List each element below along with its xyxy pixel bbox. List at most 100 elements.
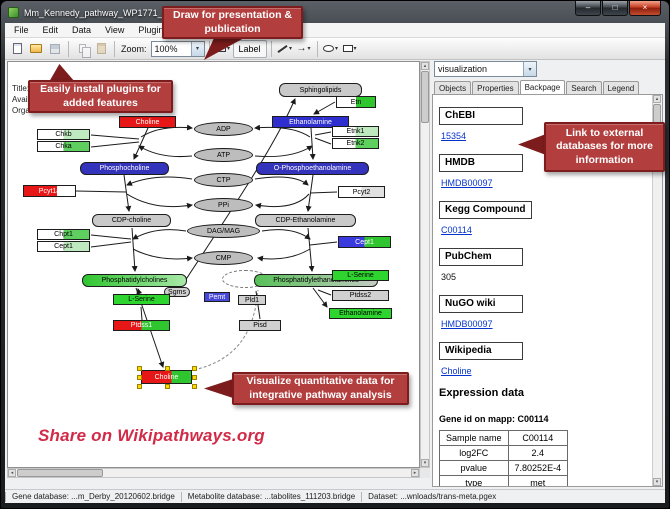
label-tool[interactable]: Label: [232, 39, 267, 58]
selection-handle[interactable]: [192, 366, 197, 371]
node-pemt[interactable]: Pemt: [204, 292, 230, 302]
dropdown-arrow-icon[interactable]: ▾: [335, 46, 339, 52]
selection-handle[interactable]: [164, 366, 170, 371]
node-dag-mag[interactable]: DAG/MAG: [187, 224, 260, 238]
node-cdp-ethanolamine[interactable]: CDP-Ethanolamine: [255, 214, 356, 227]
scrollbar-thumb[interactable]: [421, 71, 429, 123]
scroll-left-icon[interactable]: ◂: [8, 469, 16, 477]
node-label: Phosphocholine: [99, 165, 150, 172]
node-ppi[interactable]: PPi: [194, 198, 253, 212]
node-label: Pcyt1a: [38, 187, 61, 195]
canvas-horizontal-scrollbar[interactable]: ◂ ▸: [7, 468, 420, 478]
maximize-button[interactable]: □: [602, 1, 628, 16]
node-label: O-Phosphoethanolamine: [273, 165, 352, 172]
visualization-combobox[interactable]: visualization ▾: [434, 61, 537, 77]
node-cmp[interactable]: CMP: [194, 251, 253, 265]
menu-view[interactable]: View: [105, 25, 125, 35]
selection-handle[interactable]: [137, 375, 142, 380]
scroll-down-icon[interactable]: ▾: [653, 478, 661, 486]
node-phosphatidylcholines[interactable]: Phosphatidylcholines: [82, 274, 187, 287]
dropdown-arrow-icon[interactable]: ▾: [227, 46, 231, 52]
combo-arrow-icon[interactable]: ▾: [523, 62, 536, 76]
selection-handle[interactable]: [192, 384, 197, 389]
node-etnk2[interactable]: Etnk2: [332, 138, 379, 149]
arrow-tool-icon[interactable]: →▾: [295, 40, 313, 58]
node-ptdss1[interactable]: Ptdss1: [113, 320, 170, 331]
dropdown-arrow-icon[interactable]: ▾: [289, 46, 293, 52]
node-choline[interactable]: Choline: [137, 366, 197, 389]
node-chpt1[interactable]: Chpt1: [37, 229, 90, 240]
external-link[interactable]: HMDB00097: [441, 319, 493, 329]
selection-handle[interactable]: [164, 384, 170, 389]
node-cdp-choline[interactable]: CDP-choline: [92, 214, 171, 227]
tab-properties[interactable]: Properties: [472, 81, 519, 94]
tab-search[interactable]: Search: [566, 81, 602, 94]
node-ethanolamine[interactable]: Ethanolamine: [272, 116, 349, 128]
node-ptdss2[interactable]: Ptdss2: [332, 290, 389, 301]
tab-objects[interactable]: Objects: [434, 81, 472, 94]
canvas-vertical-scrollbar[interactable]: ▴ ▾: [420, 61, 430, 468]
node-o-phosphoethanolamine[interactable]: O-Phosphoethanolamine: [256, 162, 369, 175]
node-ethanolamine[interactable]: Ethanolamine: [329, 308, 392, 319]
external-link[interactable]: HMDB00097: [441, 178, 493, 188]
selection-handle[interactable]: [192, 375, 197, 380]
node-sgms[interactable]: Sgms: [164, 287, 190, 297]
zoom-combobox[interactable]: 100%▾: [150, 40, 205, 57]
node-pld1[interactable]: Pld1: [238, 295, 266, 305]
node-phosphocholine[interactable]: Phosphocholine: [80, 162, 169, 175]
node-pcyt2[interactable]: Pcyt2: [338, 186, 385, 198]
ellipse-tool-icon[interactable]: ▾: [322, 40, 340, 58]
node-cept1[interactable]: Cept1: [338, 236, 391, 248]
scroll-down-icon[interactable]: ▾: [421, 459, 429, 467]
node-pcyt1a[interactable]: Pcyt1a: [23, 185, 76, 197]
external-link[interactable]: 15354: [441, 131, 467, 141]
node-choline[interactable]: Choline: [119, 116, 176, 128]
external-link[interactable]: C00114: [441, 225, 472, 235]
dropdown-arrow-icon[interactable]: ▾: [307, 46, 311, 52]
line-tool-icon[interactable]: ▾: [276, 40, 294, 58]
open-file-icon[interactable]: [27, 40, 45, 58]
menu-file[interactable]: File: [14, 25, 29, 35]
combo-arrow-icon[interactable]: ▾: [190, 41, 204, 56]
scroll-right-icon[interactable]: ▸: [411, 469, 419, 477]
selection-handle[interactable]: [137, 384, 142, 389]
node-label: CDP-Ethanolamine: [275, 217, 336, 224]
node-chka[interactable]: Chka: [37, 141, 90, 152]
external-link[interactable]: Choline: [441, 366, 472, 376]
menu-edit[interactable]: Edit: [42, 25, 59, 35]
dropdown-arrow-icon[interactable]: ▾: [353, 46, 357, 52]
node-pisd[interactable]: Pisd: [239, 320, 281, 331]
tab-legend[interactable]: Legend: [602, 81, 640, 94]
close-button[interactable]: ×: [629, 1, 661, 16]
node-sphingolipids[interactable]: Sphingolipids: [279, 83, 362, 97]
node-atp[interactable]: ATP: [194, 148, 253, 162]
node-l-serine[interactable]: L-Serine: [332, 270, 389, 281]
node-l-serine[interactable]: L-Serine: [113, 294, 170, 305]
scrollbar-thumb[interactable]: [17, 469, 103, 477]
line-tool-icon: [277, 44, 288, 53]
scroll-up-icon[interactable]: ▴: [653, 95, 661, 103]
node-etn[interactable]: Etn: [336, 96, 376, 108]
node-adp[interactable]: ADP: [194, 122, 253, 136]
minimize-button[interactable]: –: [575, 1, 601, 16]
title-bar[interactable]: Mm_Kennedy_pathway_WP1771_45176.gpml: [8, 4, 559, 21]
rectangle-tool-icon[interactable]: ▾: [341, 40, 359, 58]
tab-backpage[interactable]: Backpage: [519, 80, 566, 94]
menu-data[interactable]: Data: [72, 25, 92, 35]
menu-plugins[interactable]: Plugins: [138, 25, 168, 35]
node-ctp[interactable]: CTP: [194, 173, 253, 187]
zoom-label: Zoom:: [121, 43, 147, 54]
new-file-icon[interactable]: [8, 40, 26, 58]
selection-handle[interactable]: [137, 366, 142, 371]
toolbar-separator: [68, 40, 69, 57]
node-label: Etn: [350, 98, 362, 106]
scroll-up-icon[interactable]: ▴: [421, 62, 429, 70]
node-label: ADP: [216, 125, 231, 133]
node-chkb[interactable]: Chkb: [37, 129, 90, 140]
callout-plugins: Easily install plugins for added feature…: [28, 80, 173, 113]
node-etnk1[interactable]: Etnk1: [332, 126, 379, 137]
node-cept1[interactable]: Cept1: [37, 241, 90, 252]
